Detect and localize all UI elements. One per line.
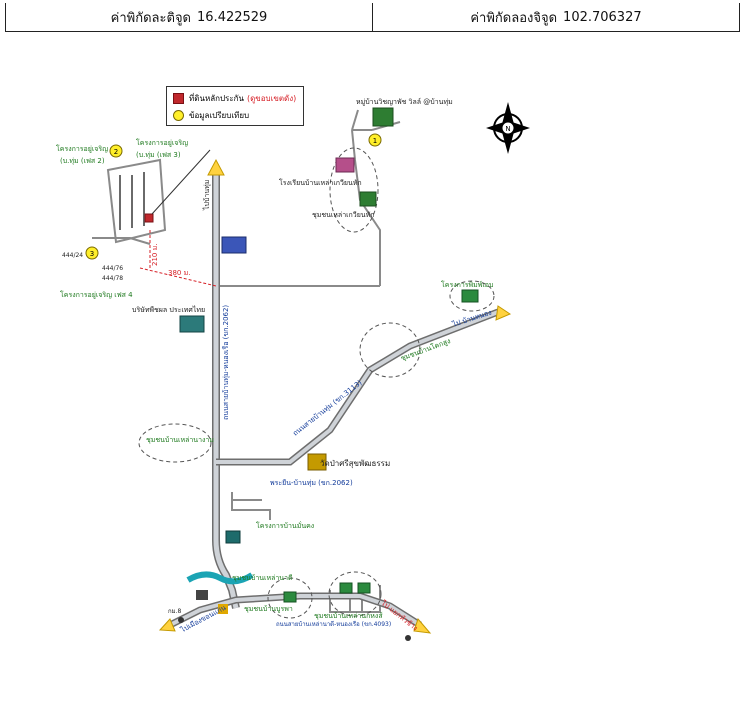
distance-lines bbox=[139, 230, 217, 287]
km-sign-icon bbox=[178, 617, 184, 623]
label-project-phase3: โครงการอยู่เจริญ bbox=[136, 139, 189, 147]
comparable-markers: 1 2 3 bbox=[85, 133, 382, 260]
road-2062-fill bbox=[213, 175, 239, 609]
community-icon-bottom2 bbox=[339, 582, 353, 594]
shop-icon bbox=[218, 604, 228, 614]
community-area-right bbox=[449, 280, 495, 312]
community-icon-top bbox=[359, 191, 377, 207]
arrow-southwest bbox=[158, 618, 176, 632]
label-project-phase2-sub: (บ.ทุ่ม (เฟส 2) bbox=[60, 157, 105, 165]
label-to-ban-thum: ไปบ้านทุ่ม bbox=[203, 179, 211, 210]
longitude-value: 102.706327 bbox=[563, 9, 642, 25]
arrow-southeast bbox=[413, 618, 432, 634]
label-community-top: ชุมชนเหล่าเกวียนหัก bbox=[312, 211, 375, 219]
latitude-cell: ค่าพิกัดละติจูด 16.422529 bbox=[6, 3, 372, 31]
road-3113-fill bbox=[216, 310, 499, 464]
label-project-housing: โครงการบ้านมั่นคง bbox=[256, 522, 315, 530]
label-distance-380: 380 ม. bbox=[168, 269, 191, 277]
label-village-top: หมู่บ้านวิชญาพัช วิลล์ @บ้านทุ่ม bbox=[356, 98, 453, 106]
label-road-2062: ถนนสายบ้านทุ่ม-หนองเรือ (ขก.2062) bbox=[222, 304, 230, 420]
label-community-bottom1: ชุมชนบ้านเหล่านาดี bbox=[232, 574, 293, 582]
comparable-marker-2 bbox=[109, 144, 123, 158]
comparable-marker-2-text: 2 bbox=[114, 148, 118, 156]
label-road-bottom: ถนนสายบ้านเหล่านาดี-หนองเรือ (ขก.4093) bbox=[276, 621, 392, 628]
project-boundary bbox=[106, 158, 167, 244]
community-area-koksung bbox=[359, 322, 421, 378]
legend-row-site: ที่ดินหลักประกัน (ดูขอบเขตดัง) bbox=[173, 92, 296, 105]
longitude-cell: ค่าพิกัดลองจิจูด 102.706327 bbox=[372, 3, 739, 31]
legend-comparable-label: ข้อมูลเปรียบเทียบ bbox=[189, 111, 250, 120]
community-icon-bottom1 bbox=[283, 591, 297, 603]
label-plot-1: 444/24 bbox=[62, 252, 84, 259]
legend-row-comparable: ข้อมูลเปรียบเทียบ bbox=[173, 109, 249, 122]
label-community-bottom3: ชุมชนบ้านบูรพา bbox=[244, 605, 293, 613]
housing-icon bbox=[225, 530, 241, 544]
label-project-phase2: โครงการอยู่เจริญ bbox=[56, 145, 109, 153]
legend-site-label: ที่ดินหลักประกัน bbox=[189, 94, 244, 103]
label-temple: วัดป่าศรีสุขพัฒธรรม bbox=[320, 459, 391, 468]
community-icon-bottom3 bbox=[357, 582, 371, 594]
comparable-marker-1 bbox=[368, 133, 382, 147]
latitude-label: ค่าพิกัดละติจูด bbox=[110, 10, 192, 26]
comparable-circle-icon bbox=[173, 110, 184, 121]
arrow-north bbox=[207, 158, 225, 176]
road-to-village bbox=[351, 129, 381, 286]
company-building-icon bbox=[179, 315, 205, 333]
road-bottom-grid bbox=[329, 585, 381, 613]
site-square-icon bbox=[173, 93, 184, 104]
road-small-south bbox=[231, 492, 271, 520]
north-arrow-icon: N bbox=[486, 102, 530, 154]
distance-line-380 bbox=[139, 267, 217, 287]
subject-site-marker bbox=[144, 213, 154, 223]
svg-text:N: N bbox=[505, 125, 510, 133]
label-plot-3: 444/78 bbox=[102, 275, 124, 282]
comparable-marker-3 bbox=[85, 246, 99, 260]
gas-station-icon bbox=[196, 590, 208, 600]
direction-arrows bbox=[158, 158, 512, 634]
label-distance-210: 210 ม. bbox=[151, 243, 159, 266]
building-icons bbox=[178, 107, 479, 641]
coordinate-header: ค่าพิกัดละติจูด 16.422529 ค่าพิกัดลองจิจ… bbox=[5, 3, 740, 32]
road-bottom-fill bbox=[169, 594, 422, 627]
label-project-right: โครงการพิมพ์เอบ bbox=[441, 281, 494, 289]
project-right-icon bbox=[461, 289, 479, 303]
label-road-phra-yuen: พระยืน-บ้านทุ่ม (ขก.2062) bbox=[270, 479, 353, 487]
school-icon bbox=[335, 157, 355, 173]
label-project-phase4: โครงการอยู่เจริญ เฟส 4 bbox=[60, 291, 133, 299]
project-streets bbox=[119, 172, 145, 230]
legend-pointer-line bbox=[151, 149, 211, 215]
legend-site-note: (ดูขอบเขตดัง) bbox=[246, 94, 297, 103]
canal-water bbox=[186, 571, 254, 585]
comparable-marker-1-text: 1 bbox=[373, 137, 377, 145]
label-community-bottom2: ชุมชนบ้านเหล่านกหงส์ bbox=[314, 612, 383, 620]
arrow-east bbox=[495, 305, 512, 321]
landmark-icon bbox=[405, 635, 411, 641]
label-project-phase3-sub: (บ.ทุ่ม (เฟส 3) bbox=[136, 151, 181, 159]
label-school: โรงเรียนบ้านเหล่าเกวียนหัก bbox=[279, 179, 362, 187]
building-icon-north bbox=[221, 236, 247, 254]
longitude-label: ค่าพิกัดลองจิจูด bbox=[470, 10, 558, 26]
label-km-sign: กม.8 bbox=[168, 608, 182, 615]
temple-icon bbox=[307, 453, 327, 471]
community-area-bottom2 bbox=[328, 571, 382, 617]
label-community-laonong: ชุมชนบ้านเหล่านางาม bbox=[146, 436, 214, 444]
main-roads bbox=[168, 175, 500, 629]
community-areas bbox=[138, 147, 495, 619]
community-area-laonong bbox=[138, 423, 212, 463]
comparable-marker-3-text: 3 bbox=[90, 250, 94, 258]
community-area-bottom1 bbox=[267, 577, 313, 619]
village-icon bbox=[372, 107, 394, 127]
map-legend: ที่ดินหลักประกัน (ดูขอบเขตดัง) ข้อมูลเปร… bbox=[166, 86, 304, 126]
community-area-top bbox=[329, 147, 379, 233]
latitude-value: 16.422529 bbox=[197, 9, 268, 25]
label-company: บริษัทพืชผล ประเทศไทย bbox=[132, 306, 206, 314]
label-plot-2: 444/76 bbox=[102, 265, 124, 272]
